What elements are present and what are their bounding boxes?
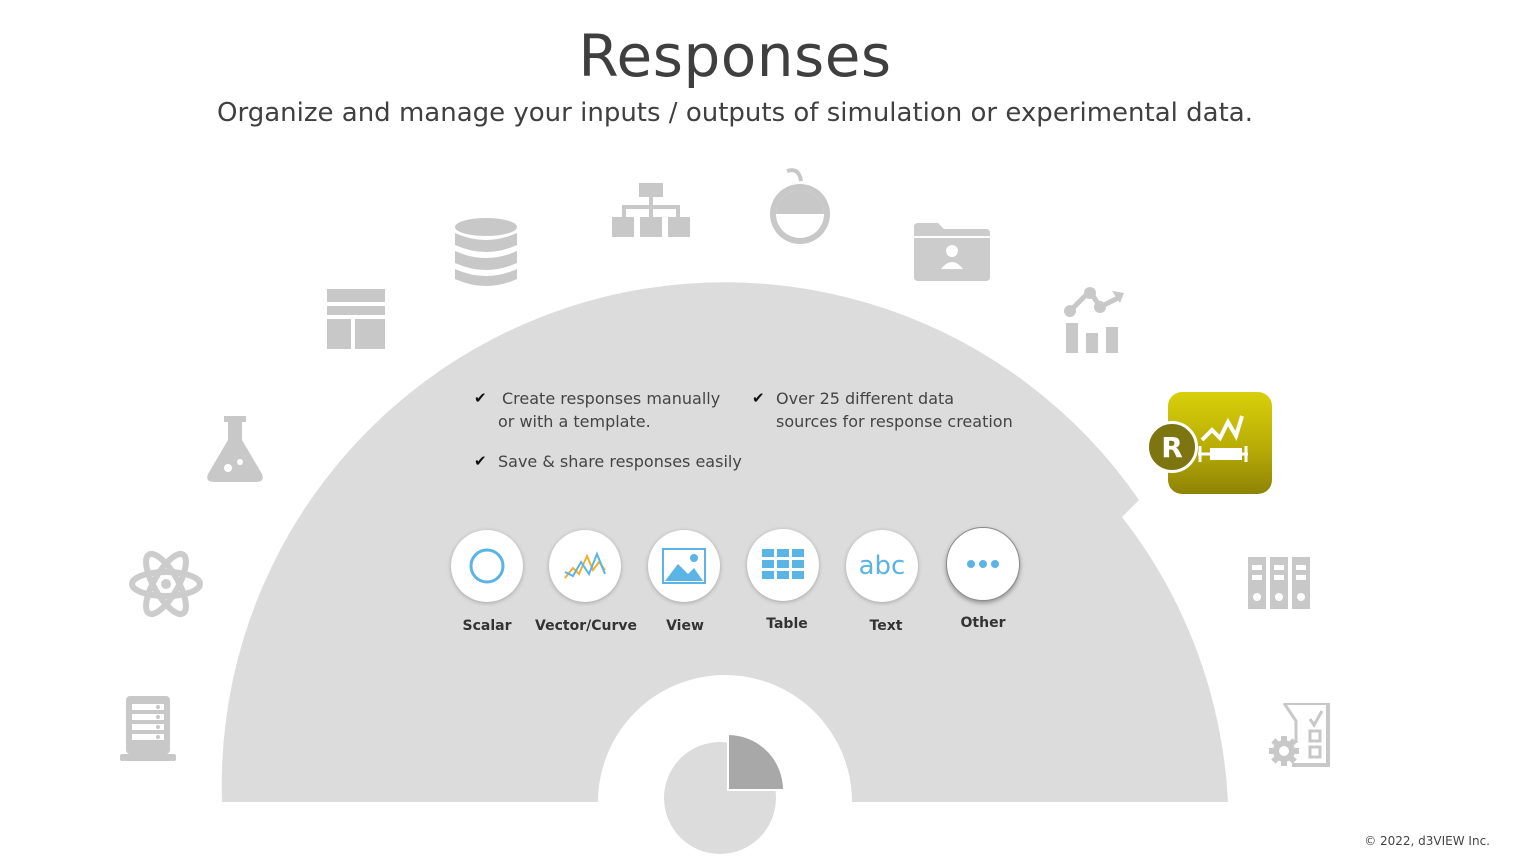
text-label: Text xyxy=(869,618,903,634)
view-label: View xyxy=(666,618,704,634)
analytics-chart-icon xyxy=(1064,287,1124,353)
checkmark-icon: ✔ xyxy=(474,452,487,470)
feature-data-sources: ✔ Over 25 different data xyxy=(752,389,955,408)
text-button[interactable]: abc xyxy=(846,530,918,602)
table-button[interactable] xyxy=(747,529,819,601)
server-icon xyxy=(120,696,176,761)
database-icon xyxy=(455,218,517,286)
more-dots-icon xyxy=(967,560,999,568)
hierarchy-icon xyxy=(612,183,690,237)
table-grid-icon xyxy=(762,549,804,579)
curve-icon xyxy=(564,551,606,579)
feature-manual-template-line2: or with a template. xyxy=(498,412,651,431)
other-button[interactable] xyxy=(946,527,1020,601)
user-folder-icon xyxy=(914,223,990,281)
checkmark-icon: ✔ xyxy=(474,389,487,407)
atom-icon xyxy=(129,550,203,618)
pie-chart-icon xyxy=(664,732,786,854)
vector-curve-label: Vector/Curve xyxy=(535,618,637,634)
scalar-button[interactable] xyxy=(451,530,523,602)
page-title: Responses xyxy=(578,22,892,90)
r-badge: R xyxy=(1146,421,1198,473)
checkmark-icon: ✔ xyxy=(752,389,765,407)
mouse-icon xyxy=(770,168,830,244)
feature-data-sources-line2: sources for response creation xyxy=(776,412,1013,431)
text-abc-icon: abc xyxy=(858,551,906,581)
vector-curve-button[interactable] xyxy=(549,530,621,602)
scalar-label: Scalar xyxy=(462,618,512,634)
page-subtitle: Organize and manage your inputs / output… xyxy=(217,98,1253,128)
layout-template-icon xyxy=(327,289,385,349)
copyright-text: © 2022, d3VIEW Inc. xyxy=(1364,834,1490,848)
feature-manual-template: ✔ Create responses manually xyxy=(474,389,721,408)
binders-icon xyxy=(1248,557,1310,609)
view-button[interactable] xyxy=(648,530,720,602)
other-label: Other xyxy=(960,615,1006,631)
circle-icon xyxy=(469,548,505,584)
checklist-settings-icon xyxy=(1269,703,1330,767)
image-icon xyxy=(662,548,706,584)
flask-icon xyxy=(207,416,263,482)
feature-save-share: ✔ Save & share responses easily xyxy=(474,452,742,471)
responses-app-icon xyxy=(1198,415,1248,462)
table-label: Table xyxy=(766,616,808,632)
